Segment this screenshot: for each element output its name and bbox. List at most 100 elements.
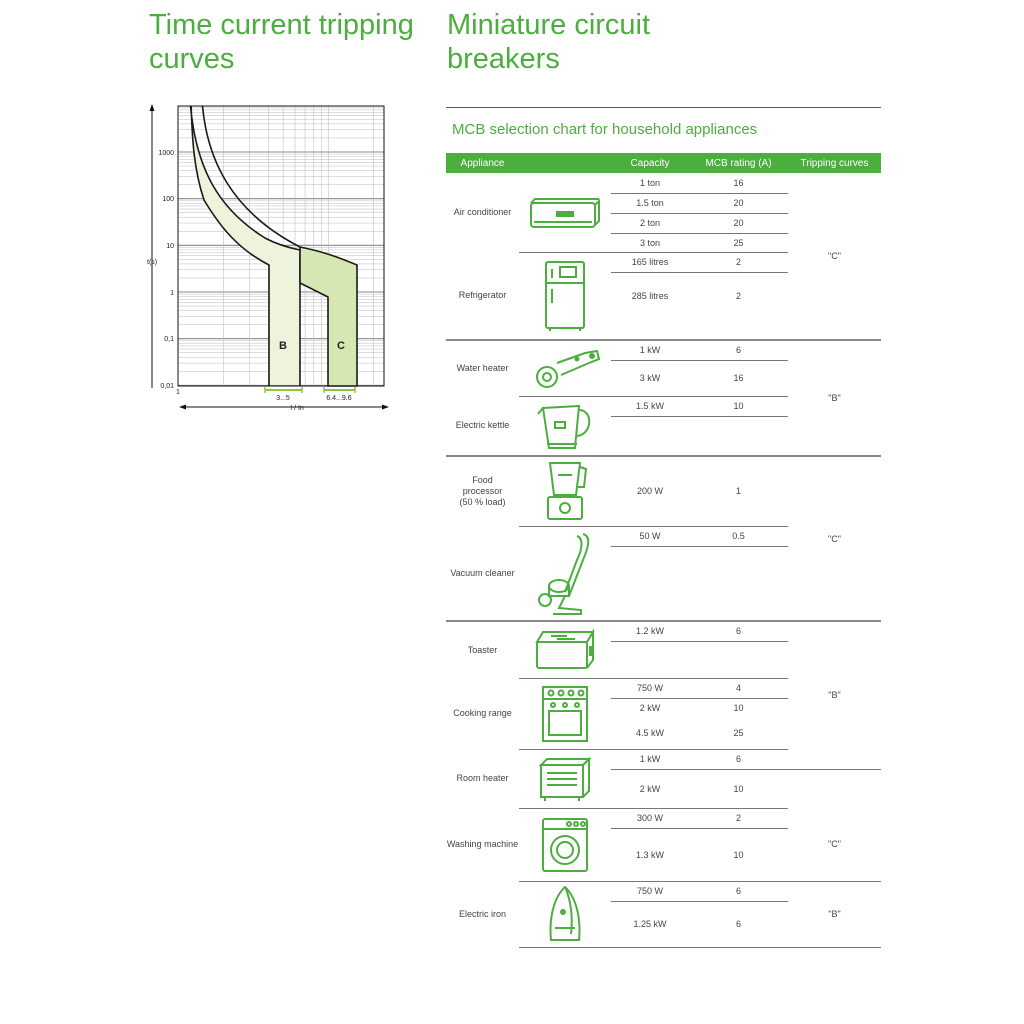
table-row: 1.3 kW 10 [446,828,881,882]
appliance-image [519,340,611,397]
table-row: 285 litres 2 [446,272,881,319]
rating-cell: 25 [689,233,788,253]
appliance-name: Toaster [467,644,498,655]
capacity-cell: 1.3 kW [611,828,689,882]
table-row [446,546,881,622]
capacity-cell: 750 W [611,881,689,902]
capacity-cell: 300 W [611,808,689,829]
curve-group-cell: "B" [788,621,881,770]
appliance-name: Cooking range [453,708,512,718]
appliance-image [519,678,611,750]
appliance-image [519,173,611,253]
table-row: Washing machine 300 W 2 "C" [446,808,881,882]
rating-cell: 6 [689,340,788,361]
table-row: 1.25 kW 6 [446,901,881,948]
curve-b-inner-boundary [201,106,301,248]
tripping-curve-graph: t(s) 1000 100 10 1 0,1 0,01 B C 1 3...5 … [147,104,389,412]
appliance-name: Water heater [456,363,509,373]
table-row [446,416,881,457]
b-range-label: 3...5 [276,395,290,402]
capacity-cell: 4.5 kW [611,718,689,750]
curve-c-label: C [337,340,345,352]
rating-cell: 6 [689,881,788,902]
curve-group-cell: "C" [788,173,881,341]
curve-group-cell: "C" [788,808,881,882]
header-tripping-curves: Tripping curves [788,153,881,173]
table-row: 2 kW 10 [446,769,881,809]
graph-frame [177,105,385,387]
rating-cell: 6 [689,901,788,948]
refrigerator-icon [545,260,585,331]
rating-cell [689,416,788,457]
capacity-cell: 3 ton [611,233,689,253]
appliance-name: Vacuum cleaner [446,526,519,622]
y-tick-label: 1000 [158,150,174,157]
electric-kettle-icon [537,404,591,449]
table-row: 2 ton 20 [446,213,881,234]
y-tick-label: 1 [170,290,174,297]
table-row: Cooking range 750 W 4 [446,678,881,750]
y-tick-label: 10 [166,243,174,250]
room-heater-icon [538,756,592,801]
water-heater-icon [536,350,601,389]
appliance-image [519,621,611,679]
header-capacity: Capacity [611,153,689,173]
y-tick-label: 0,1 [164,336,174,343]
table-row: Air conditioner 1 ton 16 "C" [446,173,881,341]
rating-cell: 20 [689,193,788,214]
table-row: Water heater 1 kW 6 "B" [446,340,881,457]
rating-cell: 2 [689,808,788,829]
appliance-name: Food processor (50 % load) [459,475,506,507]
mcb-selection-table: Appliance Capacity MCB rating (A) Trippi… [446,153,881,948]
appliance-name: Air conditioner [453,207,512,217]
curve-group-cell: "B" [788,340,881,457]
rating-cell: 1 [689,456,788,527]
table-row [446,319,881,341]
capacity-cell: 2 ton [611,213,689,234]
capacity-cell: 1.25 kW [611,901,689,948]
rating-cell: 10 [733,703,744,714]
capacity-cell: 1 ton [611,173,689,194]
page-title-right: Miniature circuit breakers [447,9,651,75]
rating-cell: 16 [689,173,788,194]
rating-cell: 0.5 [689,526,788,547]
header-rating: MCB rating (A) [689,153,788,173]
table-row [446,641,881,679]
rating-cell [689,546,788,622]
appliance-name: Electric kettle [446,396,519,457]
capacity-cell: 165 litres [611,252,689,273]
y-axis-arrowhead [149,104,155,111]
appliance-image [519,252,611,341]
capacity-cell: 2 kW [611,769,689,809]
appliance-image [519,456,611,527]
appliance-image [519,749,611,809]
appliance-name: Washing machine [446,839,519,849]
table-row: 4.5 kW 25 [446,718,881,750]
table-row: 1.5 ton 20 [446,193,881,214]
curve-b-label: B [279,340,287,352]
table-row: Food processor (50 % load) 200 W 1 "C" [446,456,881,622]
capacity-cell: 2 kW [639,703,661,714]
rating-cell: 16 [689,360,788,397]
rating-cell: 10 [689,828,788,882]
table-row: 3 ton 25 [446,233,881,253]
appliance-image [519,881,611,948]
rating-cell [689,641,788,679]
header-image [519,153,611,173]
table-row: 3 kW 16 [446,360,881,397]
rating-cell: 6 [689,749,788,770]
x-axis-arrowhead-left [179,404,186,410]
top-divider [446,107,881,108]
y-tick-label: 100 [162,196,174,203]
table-row: Electric iron 750 W 6 "B" [446,881,881,948]
header-appliance: Appliance [446,153,519,173]
curve-group-cell: "C" [788,456,881,622]
food-processor-icon [547,462,588,521]
capacity-cell [611,416,689,457]
appliance-image [519,526,611,622]
c-range-label: 6.4...9.6 [326,395,351,402]
y-tick-label: 0,01 [160,383,174,390]
x-axis-arrowhead-right [382,404,389,410]
washing-machine-icon [542,817,588,872]
table-row: Electric kettle 1.5 kW 10 [446,396,881,457]
